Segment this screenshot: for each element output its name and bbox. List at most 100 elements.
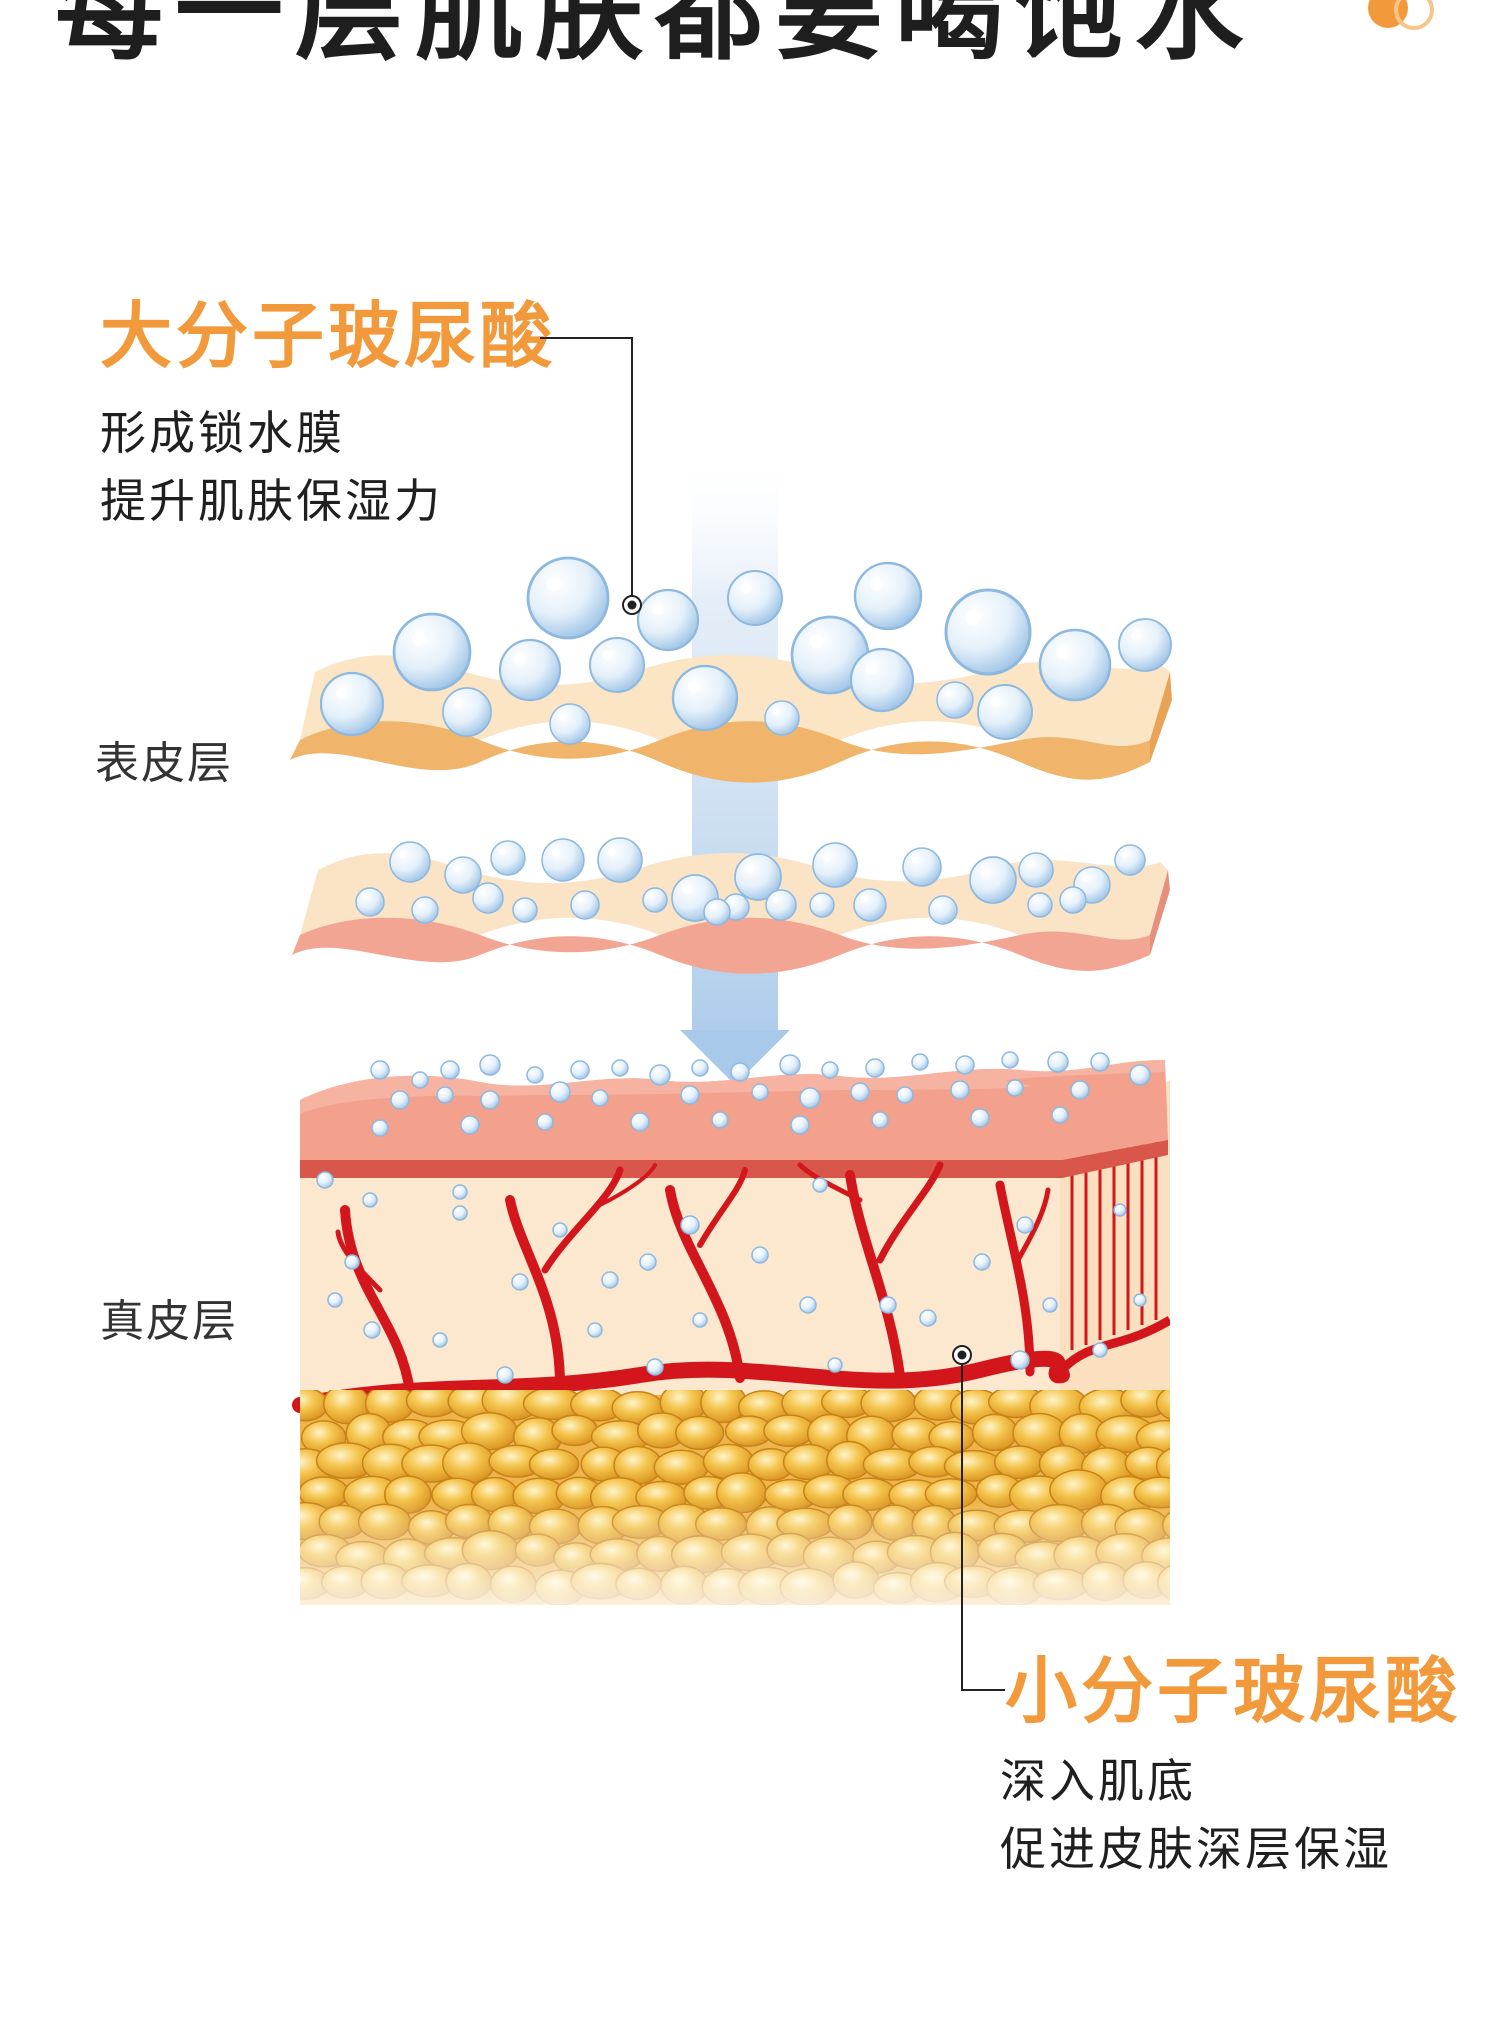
bubble [1059,886,1087,914]
fat-cell [442,1442,496,1484]
bubble [460,1115,480,1135]
bubble [727,570,783,626]
bubble [587,1322,603,1338]
bubble [390,1090,410,1110]
bubble [444,856,482,894]
bubble [1114,844,1146,876]
bubble [879,1296,897,1314]
bubble-highlight [480,890,486,896]
bubble [411,1071,429,1089]
bubble-highlight [911,856,919,864]
bubble [765,889,797,921]
bubble [790,1115,810,1135]
brand-dots-icon [1368,0,1434,30]
fat-cell [675,1415,725,1451]
bubble [392,612,472,692]
bubble-highlight [559,713,567,721]
headline: 每一层肌肤都要喝饱水 [55,0,1256,75]
bubble [452,1184,468,1200]
fat-cell [763,1414,816,1447]
bubble [597,837,643,883]
bubble [1010,1350,1030,1370]
bubble [1129,1064,1151,1086]
bubble [526,1066,544,1084]
bubble [751,1083,769,1101]
bubble [970,1108,990,1128]
bubble [734,853,782,901]
hyaluronic-acid-bubbles [316,556,1172,1384]
bubble [452,1205,468,1221]
bubble-highlight [1082,875,1089,882]
bubble [821,1061,839,1079]
dermis-label: 真皮层 [100,1296,238,1347]
bubble [319,671,385,737]
bubble-highlight [1122,852,1128,858]
small-molecule-line-1: 深入肌底 [1000,1754,1196,1808]
bubble [1027,892,1053,918]
bubble-highlight [965,609,981,625]
bubble-highlight [652,604,663,615]
bubble [440,1060,460,1080]
bubble-highlight [514,654,525,665]
bubble [779,1054,801,1076]
bubble-highlight [945,690,952,697]
bubble [549,1081,571,1103]
bubble [764,700,800,736]
bubble [611,1059,629,1077]
bubble [1090,1052,1110,1072]
epidermis-label: 表皮层 [95,738,233,789]
bubble-highlight [823,853,832,862]
bubble-highlight [546,576,562,592]
bubble [480,1090,500,1110]
bubble [730,1062,750,1082]
bubble-highlight [773,897,779,903]
bubble [680,1085,700,1105]
bubble [853,561,923,631]
fat-cell [1174,1541,1234,1572]
bubble [973,1253,991,1271]
bubble-highlight [772,708,780,716]
small-molecule-line-2: 促进皮肤深层保湿 [1000,1822,1392,1876]
bubble-highlight [865,663,877,675]
bubble-highlight [980,867,990,877]
fat-cell [1185,1473,1234,1512]
bubble [639,1253,657,1271]
bubble [809,892,835,918]
bubble [344,1254,360,1270]
bubble-highlight [399,851,407,859]
bubble [549,703,591,745]
bubble-highlight [411,631,426,646]
bubble-highlight [809,634,824,649]
bubble [692,1312,708,1328]
bubble [370,1060,390,1080]
large-molecule-line-1: 形成锁水膜 [100,406,345,460]
bubble [511,1273,529,1291]
bubble [799,1296,817,1314]
bubble [1051,1106,1069,1124]
bubble [1092,1342,1108,1358]
bubble-highlight [688,681,700,693]
bubble [646,1358,664,1376]
bubble-highlight [745,864,755,874]
fat-cell [1155,1447,1170,1484]
bubble [1038,628,1112,702]
small-molecule-connector [952,1345,1005,1691]
bubble-highlight [498,848,506,856]
bubble [799,1087,821,1109]
bubble [680,1215,700,1235]
bubble [601,1271,619,1289]
bubble [591,1089,609,1107]
bubble-highlight [682,885,692,895]
bubble [411,896,439,924]
fat-cell [993,1445,1045,1480]
bubble [512,897,538,923]
bubble [1001,1051,1019,1069]
bubble [636,588,700,652]
bubble [479,1054,501,1076]
fat-cell [971,1413,1018,1452]
bubble [955,1055,975,1075]
bubble [865,1058,885,1078]
blood-vessels [292,1161,1070,1413]
bubble-highlight [1056,646,1070,660]
bubble [436,1086,454,1104]
